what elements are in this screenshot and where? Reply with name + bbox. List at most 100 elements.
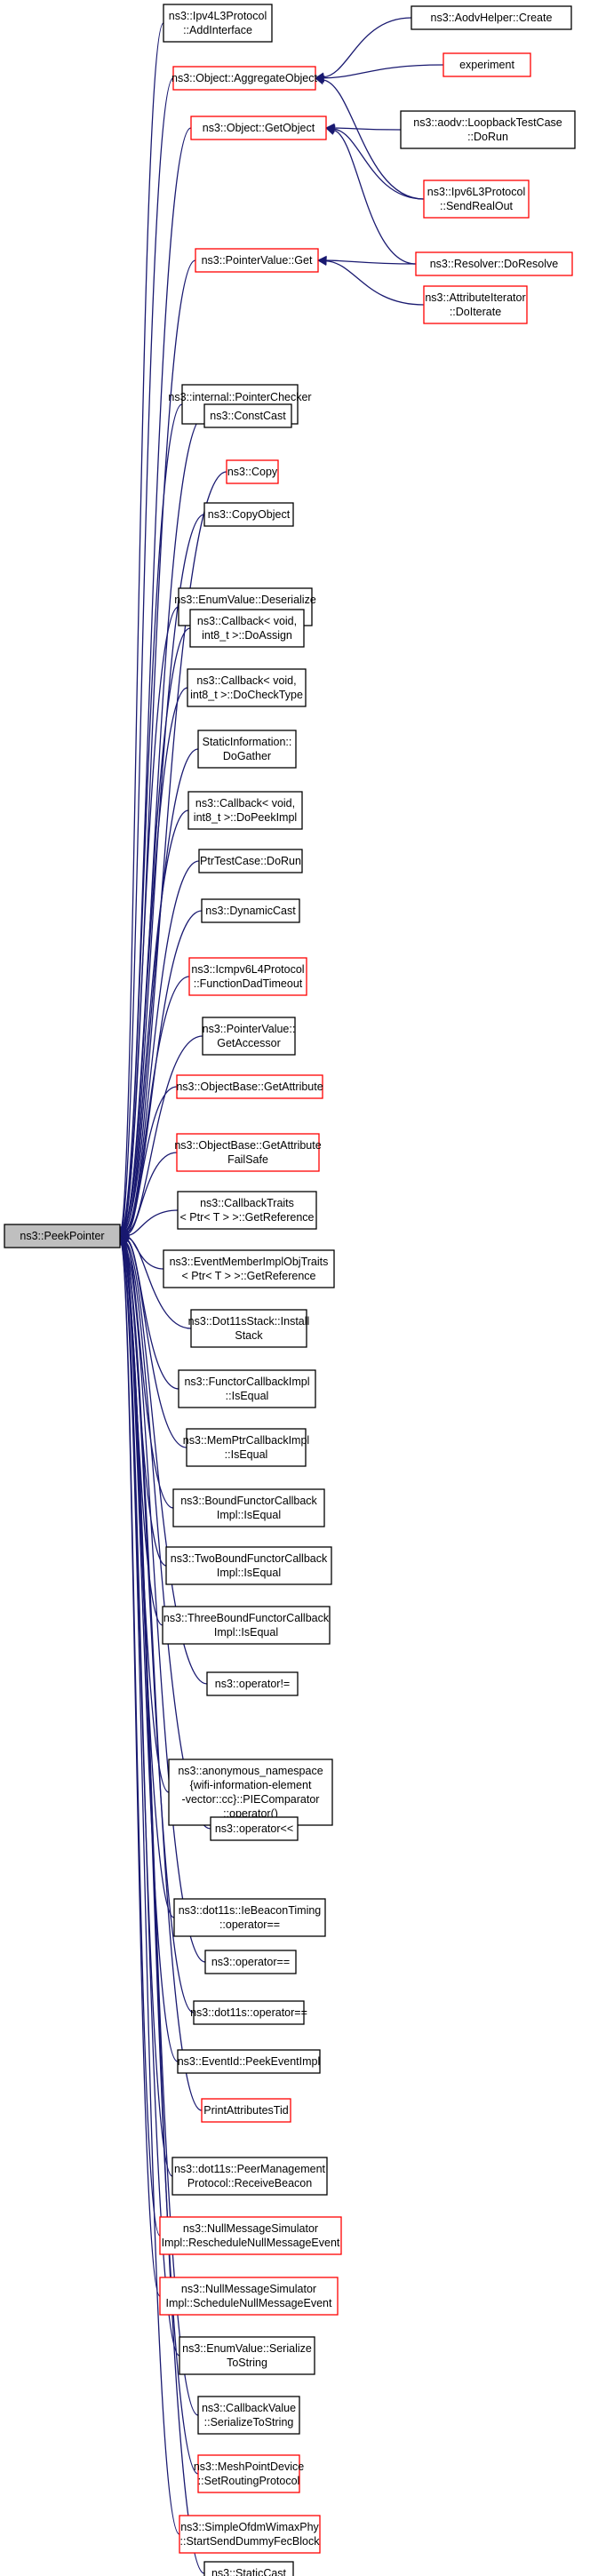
caller-node-label-line: ns3::Copy xyxy=(227,466,278,478)
caller-node-label-line: ns3::dot11s::IeBeaconTiming xyxy=(179,1904,322,1917)
root-node-label-line: ns3::PeekPointer xyxy=(20,1230,104,1242)
caller-node-label-line: ns3::FunctorCallbackImpl xyxy=(184,1376,309,1388)
caller-node-box xyxy=(201,898,300,923)
edge-to-peekpointer-line xyxy=(121,1243,180,2535)
second-caller-node[interactable]: ns3::Resolver::DoResolve xyxy=(415,251,573,276)
edge-to-peekpointer-line xyxy=(122,403,183,1229)
caller-node[interactable]: ns3::dot11s::PeerManagementProtocol::Rec… xyxy=(171,2157,328,2196)
caller-node[interactable]: ns3::PointerValue::Get xyxy=(195,248,319,273)
caller-node-label-line: ns3::ThreeBoundFunctorCallback xyxy=(163,1612,330,1624)
caller-node[interactable]: ns3::FunctorCallbackImpl::IsEqual xyxy=(178,1369,316,1408)
caller-node-label-line: ::operator== xyxy=(219,1918,280,1931)
caller-node-label-line: ns3::MeshPointDevice xyxy=(194,2460,304,2473)
caller-node-box xyxy=(172,1488,325,1527)
caller-node[interactable]: ns3::dot11s::operator== xyxy=(190,2000,307,2025)
caller-node[interactable]: ns3::anonymous_namespace{wifi-informatio… xyxy=(168,1759,333,1826)
caller-node-box xyxy=(168,1759,333,1826)
second-caller-node[interactable]: ns3::aodv::LoopbackTestCase::DoRun xyxy=(400,110,576,149)
caller-node[interactable]: ns3::CopyObject xyxy=(203,502,294,527)
caller-node-box xyxy=(206,1671,299,1696)
edge-to-caller-arrowhead xyxy=(324,125,336,135)
caller-node[interactable]: ns3::ThreeBoundFunctorCallbackImpl::IsEq… xyxy=(162,1606,331,1645)
caller-node-label-line: ns3::NullMessageSimulator xyxy=(183,2222,318,2235)
caller-node-box xyxy=(176,1133,320,1172)
caller-node[interactable]: ns3::ConstCast xyxy=(203,403,292,428)
caller-node-label-line: ns3::EventMemberImplObjTraits xyxy=(170,1256,329,1268)
caller-node[interactable]: ns3::EventMemberImplObjTraits< Ptr< T > … xyxy=(163,1249,335,1288)
caller-node[interactable]: ns3::CallbackValue::SerializeToString xyxy=(197,2396,300,2435)
second-caller-node-box xyxy=(423,285,528,324)
edge-to-caller xyxy=(316,256,425,306)
caller-node-box xyxy=(163,4,273,43)
edge-to-caller-line xyxy=(325,260,425,306)
caller-node-label-line: ns3::Icmpv6L4Protocol xyxy=(191,963,304,976)
caller-node[interactable]: ns3::CallbackTraits< Ptr< T > >::GetRefe… xyxy=(177,1191,317,1230)
caller-node-label-line: ns3::EnumValue::Serialize xyxy=(182,2342,312,2355)
caller-node[interactable]: ns3::operator== xyxy=(204,1950,297,1974)
edge-to-caller xyxy=(324,123,402,133)
caller-node[interactable]: ns3::ObjectBase::GetAttribute xyxy=(176,1074,323,1099)
caller-node[interactable]: ns3::Callback< void,int8_t >::DoAssign xyxy=(189,609,305,648)
caller-node[interactable]: ns3::TwoBoundFunctorCallbackImpl::IsEqua… xyxy=(165,1546,332,1585)
caller-node[interactable]: ns3::dot11s::IeBeaconTiming::operator== xyxy=(173,1898,326,1937)
caller-node[interactable]: ns3::Copy xyxy=(226,459,279,484)
caller-node[interactable]: ns3::Icmpv6L4Protocol::FunctionDadTimeou… xyxy=(188,957,307,996)
caller-node[interactable]: ns3::Ipv4L3Protocol::AddInterface xyxy=(163,4,273,43)
caller-node-label-line: ns3::StaticCast xyxy=(211,2567,287,2576)
caller-node[interactable]: ns3::PointerValue::GetAccessor xyxy=(202,1017,296,1056)
caller-node-label-line: Protocol::ReceiveBeacon xyxy=(187,2177,312,2189)
caller-node-label-line: PrintAttributesTid xyxy=(203,2104,288,2117)
graph-nodes: ns3::PeekPointer ns3::Ipv4L3Protocol::Add… xyxy=(4,4,576,2576)
caller-node-label-line: ns3::operator<< xyxy=(215,1822,293,1835)
caller-node[interactable]: ns3::Callback< void,int8_t >::DoPeekImpl xyxy=(187,791,303,830)
caller-node[interactable]: ns3::Object::GetObject xyxy=(190,116,327,140)
caller-node-label-line: ::IsEqual xyxy=(226,1390,269,1402)
caller-node[interactable]: ns3::Callback< void,int8_t >::DoCheckTyp… xyxy=(187,668,307,707)
edge-to-caller xyxy=(314,64,444,84)
caller-node[interactable]: PrintAttributesTid xyxy=(201,2098,291,2123)
caller-node[interactable]: ns3::operator<< xyxy=(210,1816,299,1841)
second-caller-node[interactable]: experiment xyxy=(442,52,531,77)
caller-node[interactable]: ns3::DynamicCast xyxy=(201,898,300,923)
caller-node[interactable]: PtrTestCase::DoRun xyxy=(198,849,303,873)
edge-to-caller-line xyxy=(333,127,402,131)
caller-node-box xyxy=(173,1898,326,1937)
caller-node-box xyxy=(187,791,303,830)
caller-node-box xyxy=(177,2049,321,2074)
caller-node[interactable]: StaticInformation::DoGather xyxy=(197,730,297,769)
second-caller-node-label-line: ns3::AttributeIterator xyxy=(425,291,525,304)
caller-node-box xyxy=(187,668,307,707)
second-caller-node-label-line: ::DoRun xyxy=(467,131,508,143)
caller-node-box xyxy=(203,403,292,428)
caller-node-box xyxy=(197,2454,300,2493)
edge-to-peekpointer-line xyxy=(124,687,188,1230)
caller-node[interactable]: ns3::MemPtrCallbackImpl::IsEqual xyxy=(183,1428,309,1467)
caller-node-label-line: ns3::MemPtrCallbackImpl xyxy=(183,1434,309,1447)
caller-node[interactable]: ns3::NullMessageSimulatorImpl::ScheduleN… xyxy=(159,2277,339,2316)
caller-node-label-line: ns3::CallbackValue xyxy=(202,2402,296,2414)
caller-node-box xyxy=(198,849,303,873)
caller-node[interactable]: ns3::EnumValue::SerializeToString xyxy=(179,2336,315,2375)
root-node[interactable]: ns3::PeekPointer xyxy=(4,1224,121,1248)
second-caller-node[interactable]: ns3::Ipv6L3Protocol::SendRealOut xyxy=(423,179,530,219)
caller-node-label-line: ns3::ObjectBase::GetAttribute xyxy=(176,1081,323,1093)
caller-node[interactable]: ns3::SimpleOfdmWimaxPhy::StartSendDummyF… xyxy=(179,2515,321,2554)
caller-node[interactable]: ns3::operator!= xyxy=(206,1671,299,1696)
caller-node[interactable]: ns3::NullMessageSimulatorImpl::Reschedul… xyxy=(159,2216,342,2255)
edge-to-peekpointer-line xyxy=(125,976,190,1232)
caller-node-label-line: ::FunctionDadTimeout xyxy=(194,977,303,990)
second-caller-node[interactable]: ns3::AodvHelper::Create xyxy=(411,5,572,30)
second-caller-node[interactable]: ns3::AttributeIterator::DoIterate xyxy=(423,285,528,324)
caller-node-label-line: ns3::CallbackTraits xyxy=(200,1197,294,1209)
caller-node[interactable]: ns3::StaticCast xyxy=(203,2561,294,2576)
edge-to-peekpointer-line xyxy=(125,860,200,1232)
caller-node[interactable]: ns3::EventId::PeekEventImpl xyxy=(177,2049,321,2074)
caller-node[interactable]: ns3::MeshPointDevice::SetRoutingProtocol xyxy=(194,2454,304,2493)
caller-node[interactable]: ns3::Object::AggregateObject xyxy=(171,66,318,91)
caller-node-box xyxy=(203,502,294,527)
second-caller-node-label-line: ns3::aodv::LoopbackTestCase xyxy=(413,116,562,129)
